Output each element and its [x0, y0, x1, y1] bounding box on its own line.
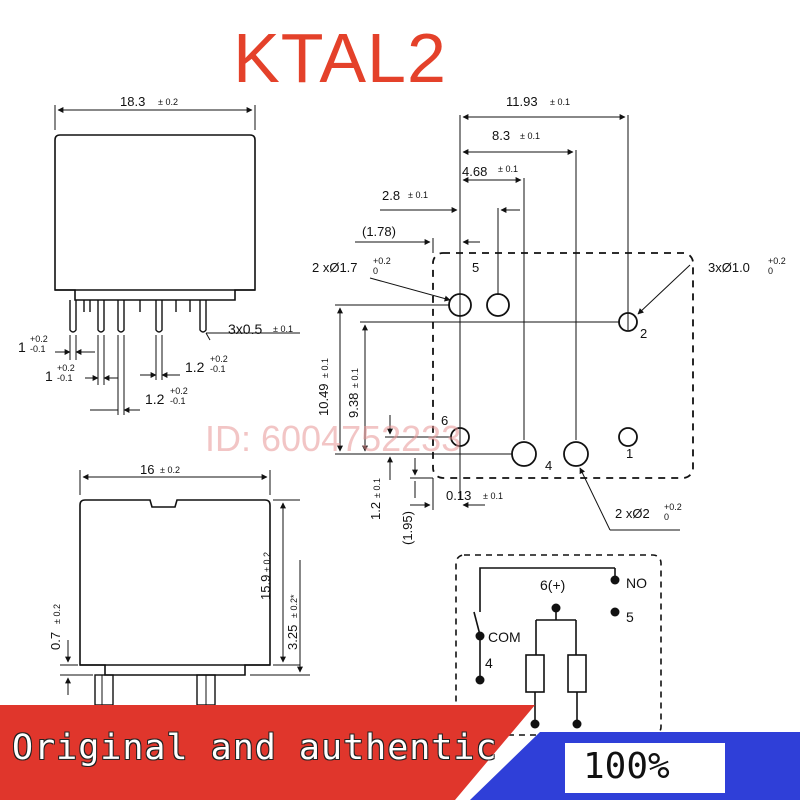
svg-text:0: 0 [664, 512, 669, 522]
svg-text:± 0.2: ± 0.2 [262, 552, 272, 572]
svg-text:+0.2: +0.2 [664, 502, 682, 512]
hole-pin1 [618, 427, 638, 447]
svg-text:+0.2: +0.2 [210, 354, 228, 364]
svg-text:-0.1: -0.1 [210, 364, 226, 374]
label-6-plus: 6(+) [540, 577, 565, 593]
pin-length-dim: 3.25 [285, 625, 300, 650]
hole-pin4 [511, 441, 537, 467]
svg-text:± 0.2: ± 0.2 [52, 604, 62, 624]
coil-resistor-left [525, 654, 545, 693]
dim-11-93: 11.93 [506, 94, 538, 109]
svg-text:-0.1: -0.1 [30, 344, 46, 354]
dim-0-13: 0.13 [446, 488, 471, 503]
schematic-labels: 6(+) NO COM 5 4 [485, 575, 647, 671]
schematic-outline [455, 554, 662, 736]
standoff-dim: 0.7 [48, 632, 63, 650]
banner-slogan: Original and authentic [12, 728, 498, 768]
footprint-labels: 11.93 ± 0.1 8.3 ± 0.1 4.68 ± 0.1 2.8 ± 0… [312, 94, 786, 545]
pin-thickness-dim: 3x0.5 [228, 321, 262, 337]
svg-text:± 0.1: ± 0.1 [372, 478, 382, 498]
pin-gap1-dim: 1 [45, 368, 53, 384]
svg-text:+0.2: +0.2 [57, 363, 75, 373]
hole-2-label: 2 xØ2 [615, 506, 650, 521]
dim-8-3: 8.3 [492, 128, 510, 143]
hole-pin4b [563, 441, 589, 467]
svg-text:-0.1: -0.1 [170, 396, 186, 406]
pin-label-6: 6 [441, 413, 448, 428]
front-view-labels: 16 ± 0.2 15.9 ± 0.2 3.25 ± 0.2* 0.7 ± 0.… [48, 462, 300, 650]
svg-text:± 0.1: ± 0.1 [350, 368, 360, 388]
side-pins [69, 300, 207, 333]
pin-gap3-dim: 1.2 [145, 391, 165, 407]
hole-1-0-label: 3xØ1.0 [708, 260, 750, 275]
svg-text:± 0.1: ± 0.1 [483, 491, 503, 501]
watermark-id: ID: 6004752233 [205, 418, 462, 459]
pin-label-5: 5 [472, 260, 479, 275]
side-view-labels: 18.3 ± 0.2 1 +0.2 -0.1 1 +0.2 -0.1 3x0.5… [18, 94, 293, 407]
svg-text:0: 0 [373, 266, 378, 276]
product-title: KTAL2 [233, 19, 447, 97]
pin-label-4: 4 [545, 458, 552, 473]
pin-gap2-dim: 1.2 [185, 359, 205, 375]
relay-front-body [79, 499, 271, 666]
svg-text:± 0.1: ± 0.1 [520, 131, 540, 141]
svg-text:± 0.1: ± 0.1 [550, 97, 570, 107]
side-view [54, 105, 300, 415]
schematic [455, 554, 662, 736]
dim-1-95: (1.95) [400, 511, 415, 545]
dim-4-68: 4.68 [462, 164, 487, 179]
svg-text:± 0.1: ± 0.1 [408, 190, 428, 200]
coil-resistor-right [567, 654, 587, 693]
svg-text:0: 0 [768, 266, 773, 276]
dim-1-78: (1.78) [362, 224, 396, 239]
label-no: NO [626, 575, 647, 591]
relay-side-body [54, 134, 256, 301]
svg-text:+0.2: +0.2 [768, 256, 786, 266]
pin-width-dim: 1 [18, 339, 26, 355]
svg-text:± 0.1: ± 0.1 [273, 324, 293, 334]
hole-1-7-label: 2 xØ1.7 [312, 260, 358, 275]
banner-red [0, 705, 535, 800]
front-height-dim: 15.9 [258, 575, 273, 600]
svg-text:+0.2: +0.2 [30, 334, 48, 344]
svg-text:± 0.1: ± 0.1 [320, 358, 330, 378]
svg-text:± 0.2: ± 0.2 [160, 465, 180, 475]
svg-text:-0.1: -0.1 [57, 373, 73, 383]
dim-10-49: 10.49 [316, 383, 331, 416]
label-pin5: 5 [626, 609, 634, 625]
svg-text:+0.2: +0.2 [170, 386, 188, 396]
side-width-dim: 18.3 [120, 94, 145, 109]
label-com: COM [488, 629, 521, 645]
front-width-dim: 16 [140, 462, 154, 477]
footprint-outline [432, 252, 694, 479]
side-width-tol: ± 0.2 [158, 97, 178, 107]
pin-label-1: 1 [626, 446, 633, 461]
dim-9-38: 9.38 [346, 393, 361, 418]
hole-pin5b [486, 293, 510, 317]
dim-2-8: 2.8 [382, 188, 400, 203]
banner-percent-box [565, 743, 725, 793]
svg-text:± 0.1: ± 0.1 [498, 164, 518, 174]
pin-label-2: 2 [640, 326, 647, 341]
svg-text:± 0.2*: ± 0.2* [289, 594, 299, 618]
svg-text:+0.2: +0.2 [373, 256, 391, 266]
dim-1-2: 1.2 [368, 502, 383, 520]
banner-percent: 100% [583, 746, 670, 787]
front-view [60, 470, 310, 706]
footprint-view [335, 114, 694, 531]
label-pin4: 4 [485, 655, 493, 671]
